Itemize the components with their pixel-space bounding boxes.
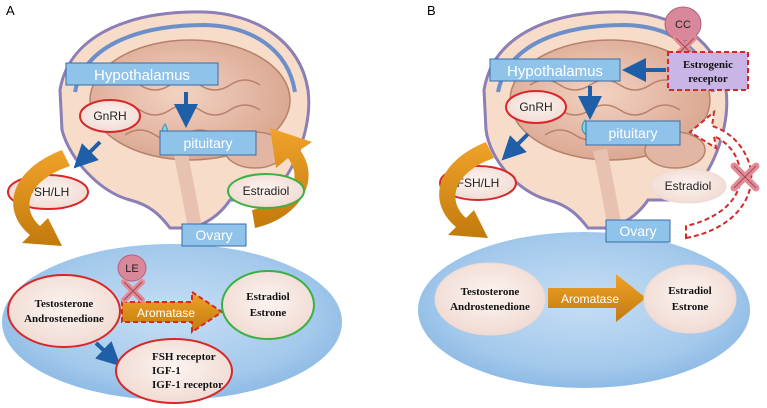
- testosterone-node-b: [434, 262, 546, 336]
- gnrh-label: GnRH: [93, 109, 126, 123]
- dashed-feedback-arrow: [685, 109, 753, 240]
- gnrh-label-b: GnRH: [519, 100, 552, 114]
- estradiol-product-label-b: Estradiol: [668, 285, 711, 297]
- le-label: LE: [125, 263, 138, 275]
- ovary-label-b: Ovary: [619, 223, 656, 239]
- hypothalamus-label: Hypothalamus: [94, 67, 190, 84]
- androstenedione-label: Androstenedione: [24, 313, 104, 325]
- estradiol-product-node: [221, 270, 315, 340]
- panel-a-letter: A: [6, 3, 15, 18]
- pituitary-box-b: [585, 120, 681, 146]
- estrogenic-receptor-box: [667, 51, 749, 91]
- pituitary-label: pituitary: [183, 135, 232, 151]
- fshlh-label: FSH/LH: [27, 185, 70, 199]
- le-block-x-icon: [121, 279, 145, 303]
- arrow-pituitary-fshlh-b: [501, 132, 530, 161]
- ovary-box-b: [605, 219, 671, 243]
- ovary-label: Ovary: [195, 227, 232, 243]
- feedback-block-x-icon: [730, 162, 760, 192]
- estrone-label-b: Estrone: [672, 301, 709, 313]
- estradiol-feedback-node-b: [649, 168, 727, 204]
- hypothalamus-label-b: Hypothalamus: [507, 63, 603, 80]
- panel-b-letter: B: [427, 3, 436, 18]
- aromatase-label-b: Aromatase: [561, 292, 619, 306]
- receptors-node: [115, 338, 233, 404]
- pituitary-label-b: pituitary: [608, 125, 657, 141]
- pituitary-box: [159, 130, 257, 156]
- igf1-receptor-label: IGF-1 receptor: [152, 379, 223, 391]
- estradiol-feedback-node: [227, 173, 305, 209]
- cc-label: CC: [675, 19, 691, 31]
- androstenedione-label-b: Androstenedione: [450, 301, 530, 313]
- estradiol-product-node-b: [643, 264, 737, 334]
- gnrh-node: [79, 99, 141, 133]
- estrogenic-label: Estrogenic: [683, 59, 733, 71]
- testosterone-node: [7, 274, 121, 348]
- igf1-label: IGF-1: [152, 365, 181, 377]
- orange-loop-left-b: [439, 142, 494, 238]
- gnrh-node-b: [505, 90, 567, 124]
- estrone-label: Estrone: [250, 307, 287, 319]
- arrow-pituitary-fshlh: [73, 140, 102, 169]
- orange-loop-left: [13, 150, 70, 246]
- hypothalamus-box-b: [489, 58, 621, 82]
- aromatase-arrow: [121, 290, 224, 334]
- aromatase-arrow-b: [548, 274, 646, 322]
- le-node: [117, 254, 147, 282]
- arrow-testosterone-receptors: [94, 341, 121, 367]
- hypothalamus-box: [65, 62, 219, 86]
- orange-loop-right: [252, 128, 312, 228]
- receptor-label: receptor: [688, 73, 728, 85]
- aromatase-label: Aromatase: [137, 306, 195, 320]
- estradiol-feedback-label: Estradiol: [243, 184, 290, 198]
- panel-a: A Hypothalamus GnRH pituitary FSH/L: [2, 3, 342, 404]
- fsh-receptor-label: FSH receptor: [152, 351, 216, 363]
- testosterone-label: Testosterone: [35, 298, 94, 310]
- panel-b: B CC Estrogenic receptor: [418, 3, 760, 388]
- ovary-box: [181, 223, 247, 247]
- fshlh-label-b: FSH/LH: [457, 176, 500, 190]
- testosterone-label-b: Testosterone: [461, 286, 520, 298]
- estradiol-feedback-label-b: Estradiol: [665, 179, 712, 193]
- estradiol-product-label: Estradiol: [246, 291, 289, 303]
